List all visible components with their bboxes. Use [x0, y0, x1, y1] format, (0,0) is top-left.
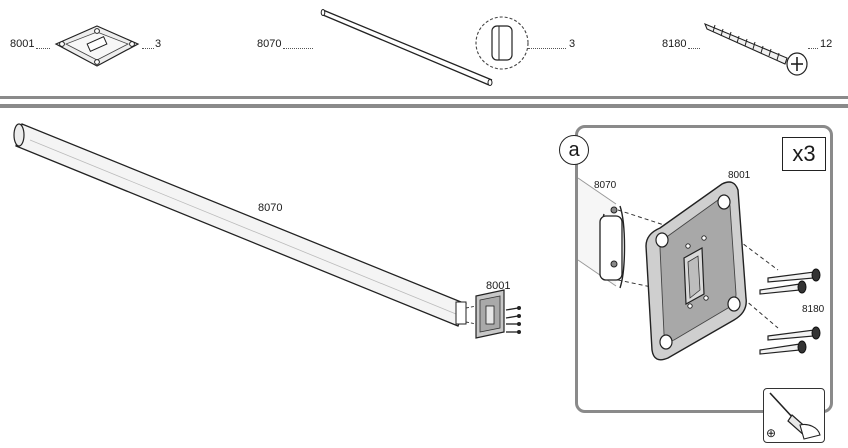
leader-dots: [528, 48, 566, 49]
leader-dots: [808, 48, 818, 49]
detail-screw-label: 8180: [802, 304, 825, 315]
detail-plate-label: 8001: [728, 170, 751, 181]
section-divider: [0, 96, 848, 99]
screw-group: [759, 268, 821, 355]
tube-label: 8070: [258, 202, 283, 214]
plate-label: 8001: [486, 280, 511, 292]
leader-dots: [142, 48, 154, 49]
leader-dots: [36, 48, 50, 49]
part-qty-8070: 3: [569, 38, 576, 50]
repeat-count-badge: x3: [782, 137, 826, 171]
section-divider: [0, 104, 848, 108]
detail-drawing: [577, 177, 821, 361]
long-tube-drawing: [13, 123, 521, 339]
tube-end-detail: [475, 16, 529, 70]
leader-dots: [688, 48, 700, 49]
detail-view-frame: [575, 125, 833, 413]
screw-icon: [704, 22, 808, 76]
plate-icon: [54, 25, 140, 67]
part-code-8001: 8001: [10, 38, 35, 50]
part-qty-8180: 12: [820, 38, 833, 50]
tube-icon: [320, 9, 493, 86]
tool-badge: ⊕: [763, 388, 825, 443]
detail-letter-badge: a: [559, 135, 589, 165]
screwdriver-icon: [769, 392, 821, 440]
part-code-8070: 8070: [257, 38, 282, 50]
phillips-symbol: ⊕: [766, 426, 777, 440]
detail-tube-label: 8070: [594, 180, 617, 191]
part-code-8180: 8180: [662, 38, 687, 50]
leader-dots: [283, 48, 313, 49]
part-qty-8001: 3: [155, 38, 162, 50]
